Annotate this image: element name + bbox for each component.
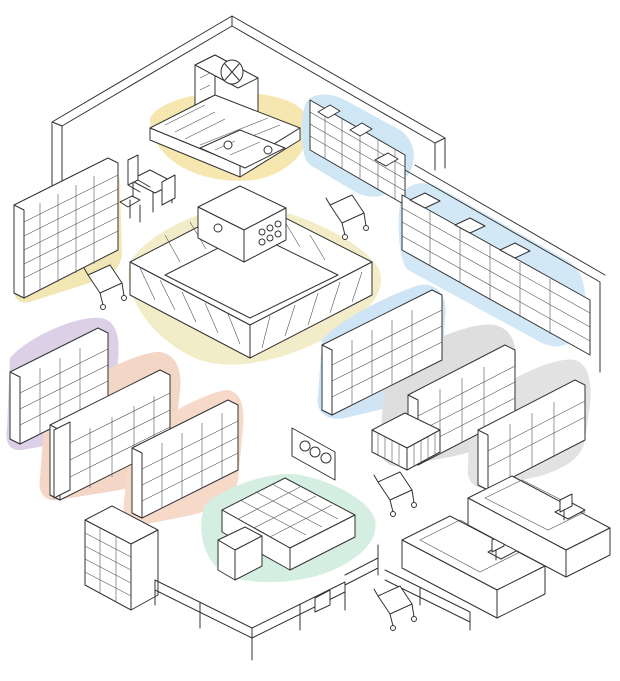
bakery-counter bbox=[149, 54, 301, 178]
beverages-shelf bbox=[131, 399, 239, 519]
dry-goods-shelf bbox=[13, 157, 119, 299]
shopping-cart-icon bbox=[373, 585, 417, 631]
shopping-cart-icon bbox=[373, 471, 417, 517]
frozen-mid-shelf bbox=[321, 289, 443, 416]
flag-icon bbox=[559, 493, 573, 521]
shopping-cart-icon bbox=[325, 194, 369, 240]
produce-island bbox=[129, 185, 373, 359]
clock-icon bbox=[220, 59, 244, 85]
shopping-cart-icon bbox=[83, 264, 127, 310]
frozen-wall-freezers bbox=[401, 192, 591, 356]
household-shelf bbox=[9, 327, 109, 445]
checkout-counter-back bbox=[467, 475, 611, 578]
flag-icon bbox=[314, 589, 331, 613]
checkout-counter-front bbox=[401, 515, 546, 619]
entrance-railings bbox=[154, 544, 471, 661]
dairy-shelves bbox=[309, 99, 406, 206]
promo-sign bbox=[291, 427, 336, 481]
fresh-fruit-display bbox=[217, 477, 356, 581]
lockers bbox=[84, 505, 159, 611]
stacked-cans bbox=[371, 412, 441, 471]
cafe-table bbox=[119, 154, 176, 223]
pantry-shelf-far bbox=[477, 379, 586, 491]
pantry-shelf-right bbox=[371, 344, 516, 471]
